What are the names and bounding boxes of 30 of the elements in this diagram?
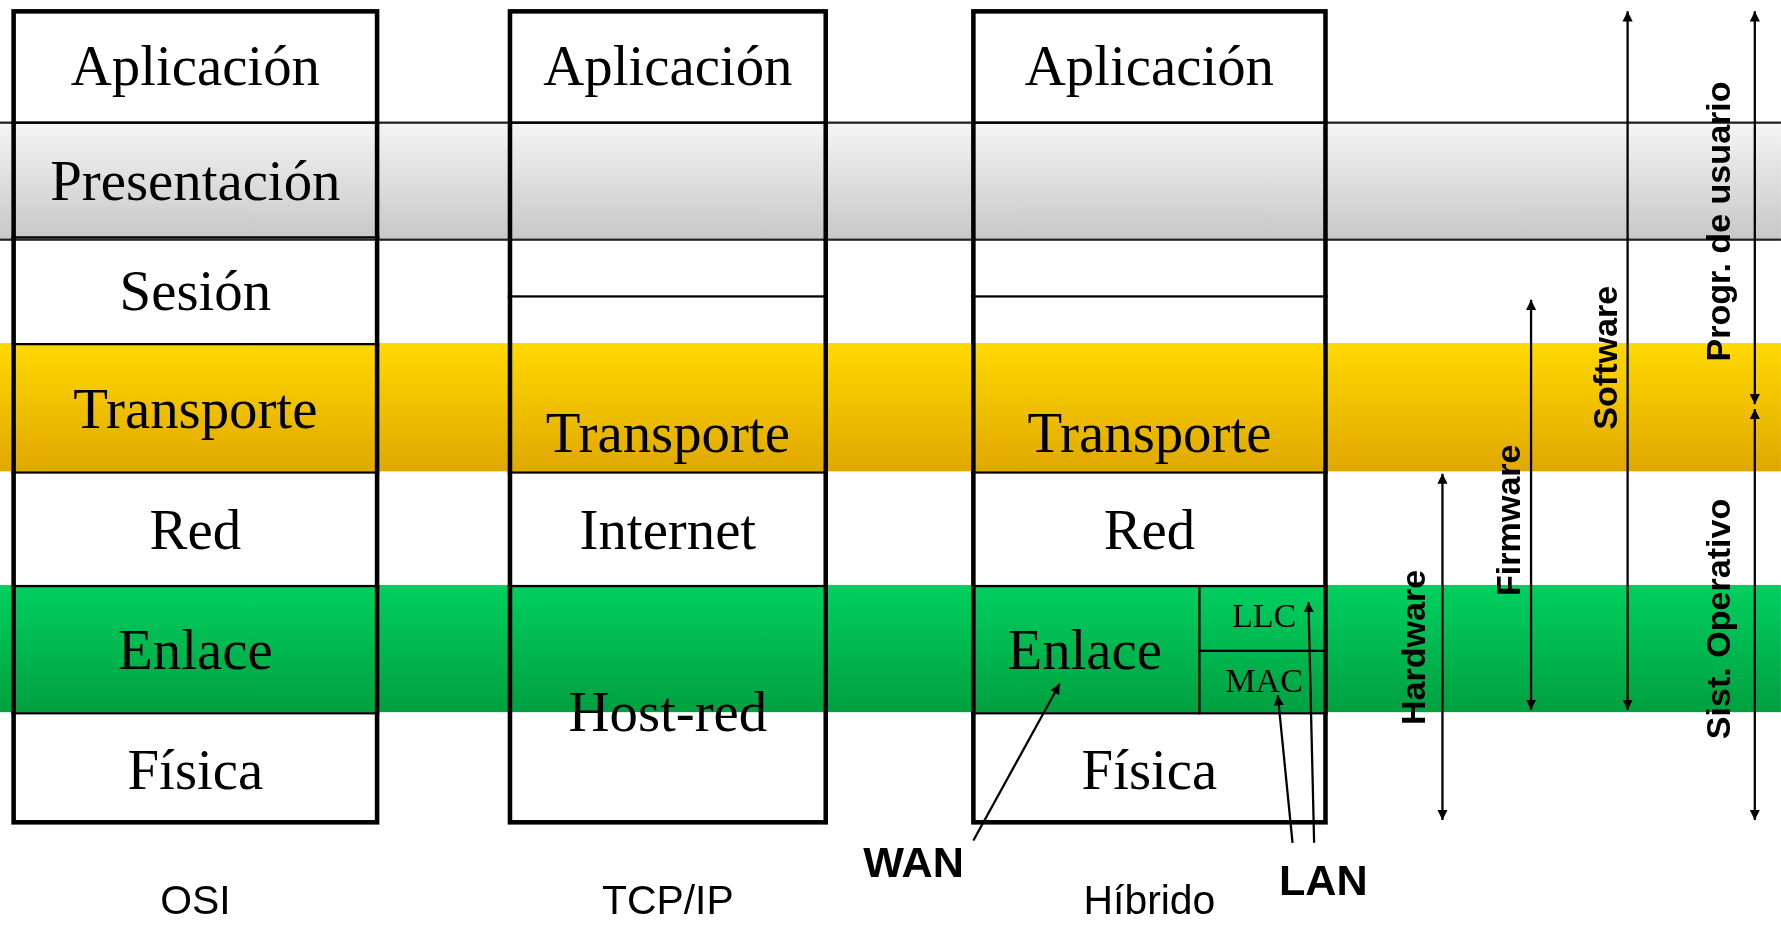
layer-label: Física: [127, 736, 264, 803]
range-label: Hardware: [1394, 569, 1434, 726]
layer-label: Física: [1081, 736, 1218, 803]
layer-label: Transporte: [545, 399, 790, 466]
layer-label: Aplicación: [543, 32, 793, 99]
layer-label: Enlace: [118, 616, 273, 683]
leader-line: [1303, 601, 1316, 843]
range-label: Software: [1586, 285, 1626, 430]
stack-caption: OSI: [159, 876, 232, 925]
layer-label: Transporte: [1027, 399, 1272, 466]
layer-label: LLC: [1231, 596, 1297, 635]
layer-label: Aplicación: [70, 32, 320, 99]
layer-label: Red: [1103, 496, 1196, 563]
layer-label: Aplicación: [1024, 32, 1274, 99]
layer-label: Internet: [579, 496, 757, 563]
layer-cell: [1198, 649, 1328, 715]
layer-cell: [971, 584, 1328, 713]
layer-label: Red: [149, 496, 242, 563]
layer-label: Presentación: [50, 147, 341, 213]
range-label: Firmware: [1489, 444, 1528, 596]
leader-line: [1273, 695, 1294, 843]
network-type-label: LAN: [1278, 856, 1382, 911]
layer-label: MAC: [1225, 661, 1303, 700]
network-type-label: WAN: [863, 838, 977, 893]
range-label: Progr. de usuario: [1699, 81, 1738, 362]
layer-label: Enlace: [1007, 616, 1162, 683]
stack-caption: TCP/IP: [600, 876, 735, 925]
layer-label: Transporte: [73, 375, 318, 442]
range-label: Sist. Operativo: [1699, 498, 1738, 740]
layer-label: Sesión: [119, 257, 272, 324]
